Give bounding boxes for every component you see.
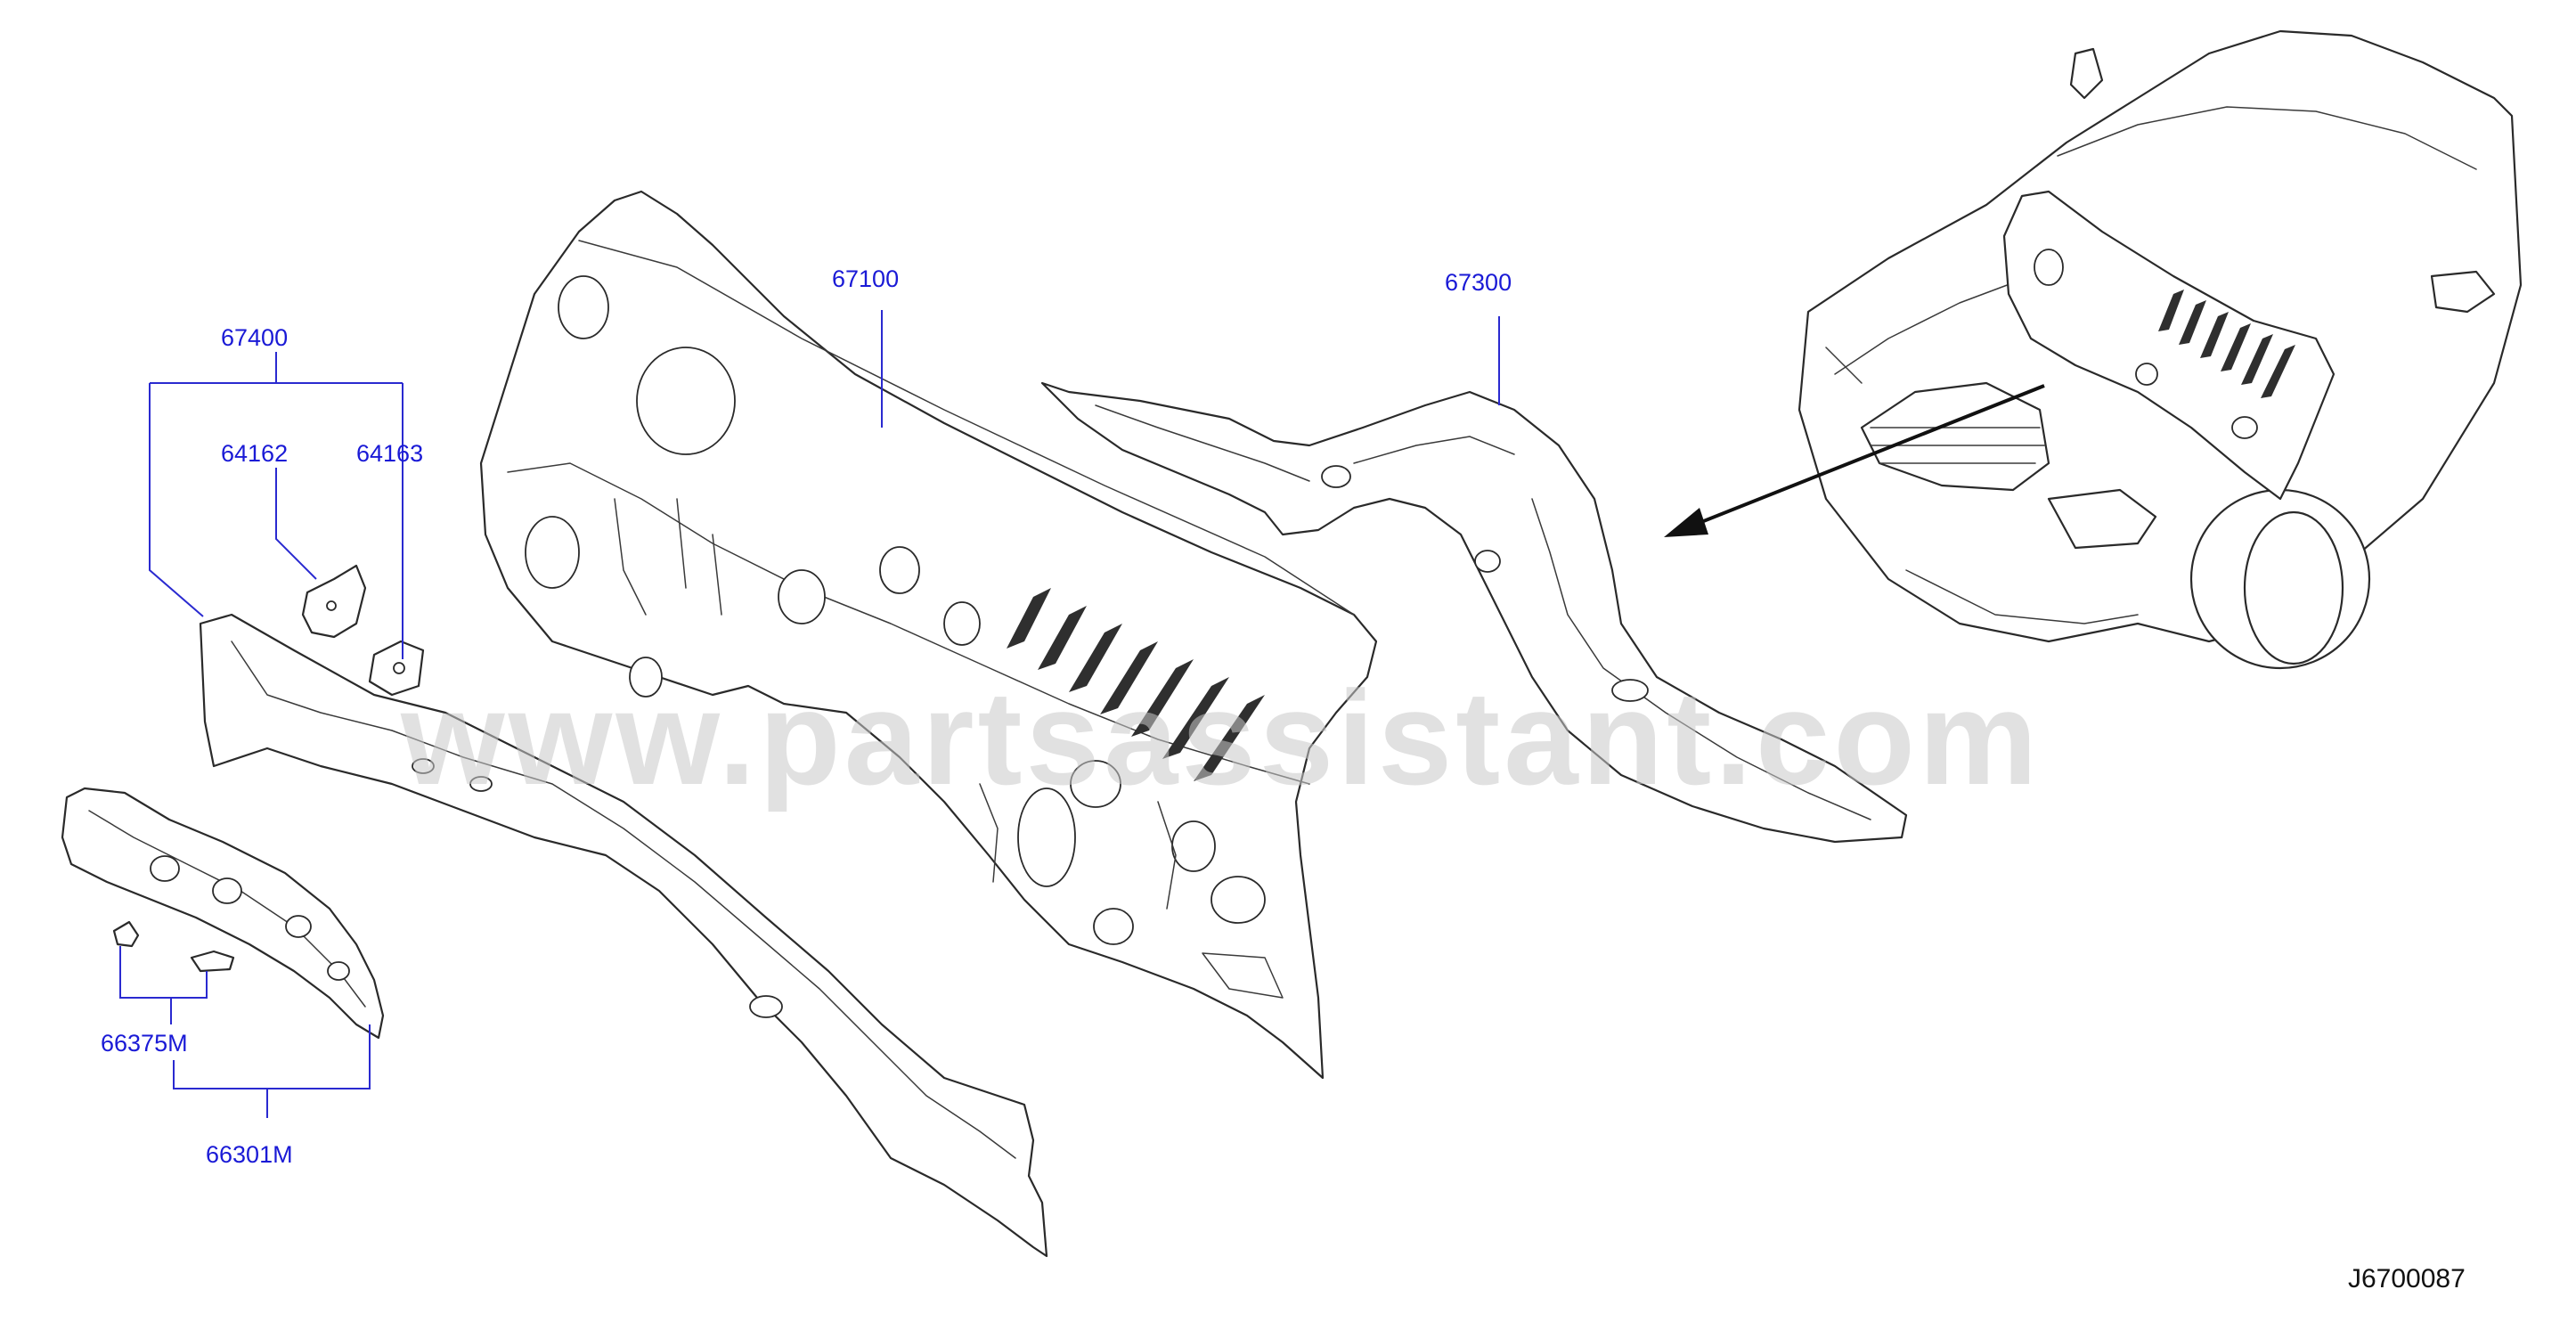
dash-side-drawing[interactable] [199, 613, 1048, 1258]
dash-panel-part-number[interactable]: 67100 [832, 265, 899, 292]
cowl-top-part-number[interactable]: 67300 [1445, 269, 1512, 296]
cowl-side-panel-drawing[interactable] [61, 787, 385, 1040]
dash-panel-drawing[interactable] [479, 190, 1378, 1080]
dash-side-leader [149, 352, 404, 659]
inset-vent-slots [2158, 290, 2295, 398]
cowl-top-label-group: 67300 [1445, 269, 1512, 405]
watermark: www.partsassistant.com [400, 663, 2041, 812]
cowl-side-label-group: 66375M 66301M [101, 946, 371, 1168]
dash-panel-label-group: 67100 [832, 265, 899, 428]
dash-side-part-number[interactable]: 67400 [221, 324, 288, 351]
dash-side-right-bracket[interactable] [368, 640, 425, 697]
cowl-side-part-number[interactable]: 66301M [206, 1141, 293, 1168]
location-arrow [1664, 384, 2045, 537]
dash-side-left-bracket[interactable] [301, 564, 367, 639]
reinforce-bracket-drawing-2[interactable] [190, 950, 235, 973]
dash-side-right-part-number[interactable]: 64163 [356, 440, 423, 467]
dash-side-left-leader [275, 468, 317, 580]
dash-side-label-group: 67400 64162 64163 [149, 324, 423, 659]
dash-side-left-part-number[interactable]: 64162 [221, 440, 288, 467]
reinforce-bracket-drawing-1[interactable] [112, 920, 140, 948]
reinforce-bracket-leader [119, 946, 208, 999]
reinforce-bracket-part-number[interactable]: 66375M [101, 1030, 188, 1057]
vent-slots [1007, 588, 1265, 781]
cowl-side-leader [173, 1024, 371, 1089]
vehicle-location-inset [1797, 29, 2523, 670]
cowl-top-drawing[interactable] [1040, 381, 1908, 844]
diagram-code: J6700087 [2348, 1264, 2466, 1293]
